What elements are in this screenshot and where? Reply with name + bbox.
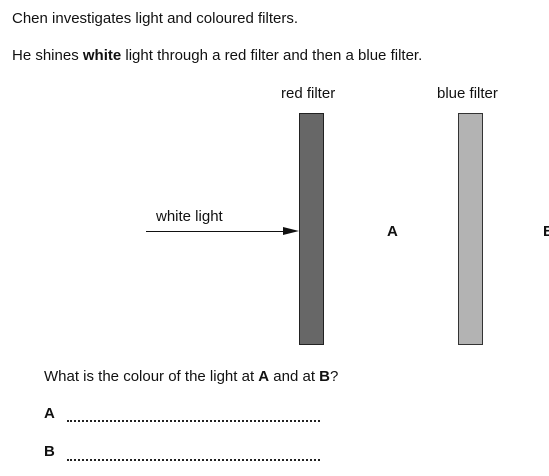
- intro-line-1: Chen investigates light and coloured fil…: [12, 10, 298, 27]
- blue-filter: [458, 113, 483, 345]
- white-light-arrow-line: [146, 231, 290, 232]
- intro-line-2-pre: He shines: [12, 47, 83, 64]
- red-filter-label: red filter: [281, 85, 336, 102]
- white-light-label: white light: [156, 208, 223, 225]
- answer-a-label: A: [44, 405, 55, 422]
- arrow-head-icon: [283, 227, 299, 235]
- intro-line-2: He shines white light through a red filt…: [12, 47, 422, 64]
- point-b-label: B: [543, 223, 549, 240]
- answer-a-line[interactable]: [67, 420, 320, 422]
- question-post: ?: [330, 368, 339, 385]
- question-pre: What is the colour of the light at: [44, 368, 259, 385]
- red-filter: [299, 113, 324, 345]
- intro-line-2-bold: white: [82, 47, 122, 64]
- question-mid: and at: [269, 368, 320, 385]
- blue-filter-label: blue filter: [437, 85, 498, 102]
- question-a: A: [258, 368, 270, 385]
- question-b: B: [319, 368, 331, 385]
- intro-line-2-post: light through a red filter and then a bl…: [121, 47, 423, 64]
- point-a-label: A: [387, 223, 398, 240]
- answer-b-label: B: [44, 443, 55, 460]
- answer-b-line[interactable]: [67, 459, 320, 461]
- question-text: What is the colour of the light at A and…: [44, 368, 338, 385]
